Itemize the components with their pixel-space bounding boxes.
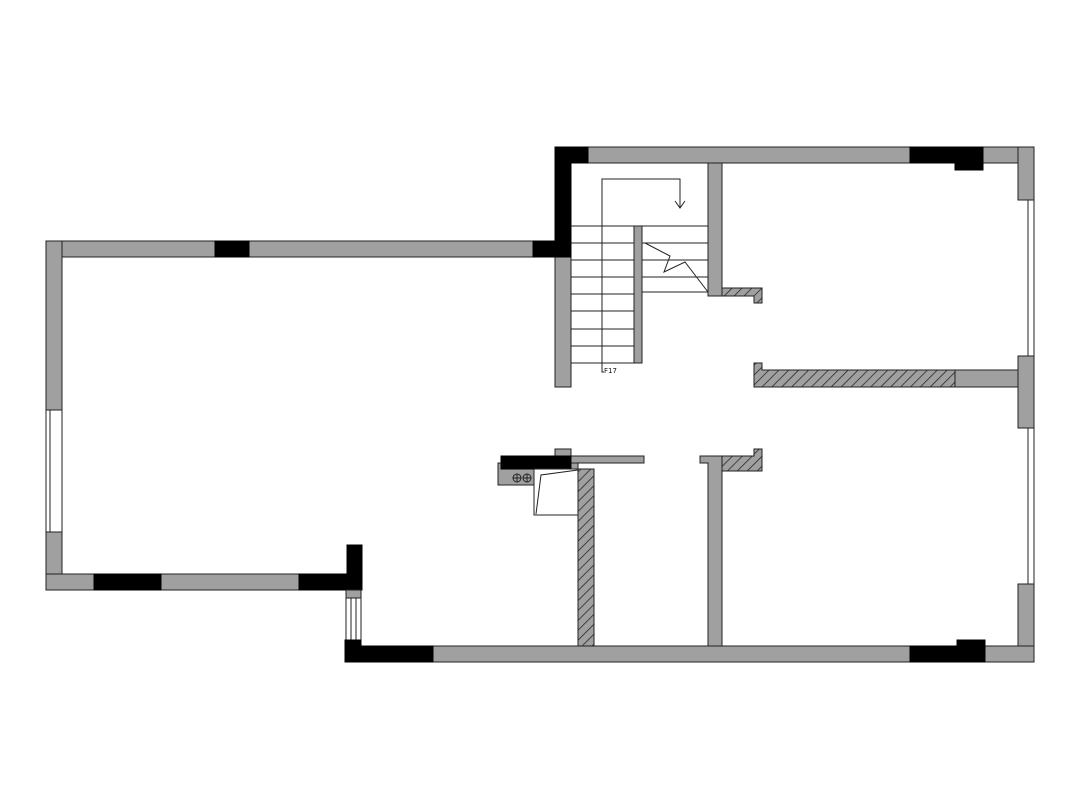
right-wall [1017,146,1035,201]
column [344,639,362,649]
window-right-upper [1027,199,1035,357]
door-swing [535,469,579,515]
column [956,639,986,648]
window-right-lower [1027,427,1035,585]
right-wall [1017,355,1035,429]
left-wing-walls [45,240,572,641]
break-line [644,242,709,293]
range-hood [500,455,572,470]
stair-direction-arrow [601,178,681,373]
stove-burner-icon [512,473,532,483]
right-block-walls [344,146,1035,663]
column [346,544,363,591]
stair-label: F17 [604,367,617,375]
partition-wall-lower [699,455,723,647]
hatched-partition [753,362,956,388]
column [214,240,250,258]
window-left [45,409,63,533]
arrow-head-icon [674,200,686,209]
stair-handrail-wall [633,225,643,364]
column [93,573,162,591]
column [909,146,984,164]
interior-walls [699,162,1019,647]
column [909,645,986,663]
fridge-space [533,468,579,516]
column [298,573,349,591]
window-small [345,597,362,641]
counter-top [570,455,645,464]
hatched-wall-kitchen [577,468,595,647]
column [344,645,434,663]
door-jamb [345,589,362,599]
kitchen [497,448,645,647]
hatched-wall-stub [721,287,763,304]
column [554,146,572,258]
staircase: F17 [571,178,709,375]
left-wall [45,240,63,411]
top-wall-left [45,240,556,258]
column [954,162,984,171]
hatched-wall-stub [721,448,763,472]
partition-wall [707,162,723,297]
partition-wall [954,369,1019,388]
